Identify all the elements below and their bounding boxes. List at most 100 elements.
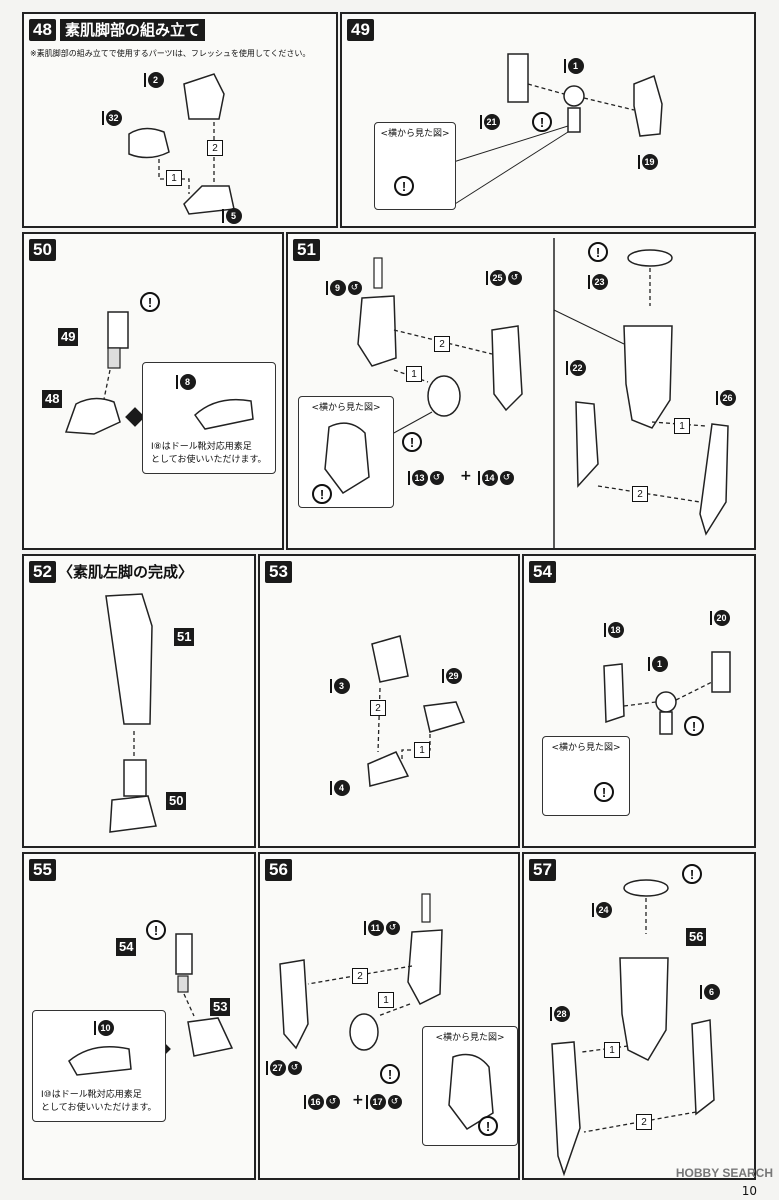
side-view-inset: <横から見た図> (374, 122, 456, 210)
assembly-diagram (603, 651, 731, 735)
assembly-diagram (367, 635, 466, 787)
step-number: 52 (29, 561, 56, 583)
cement-icon: ↺ (387, 1095, 402, 1109)
part-label-3: 3 (330, 678, 350, 694)
assembly-diagram (357, 238, 729, 548)
part-label-5: 5 (222, 208, 242, 224)
part-label-28: 28 (550, 1006, 570, 1022)
cement-icon: ↺ (507, 271, 522, 285)
side-view-illustration (324, 422, 370, 494)
cement-icon: ↺ (499, 471, 514, 485)
step-reference: 51 (174, 628, 195, 646)
part-illustration (194, 398, 254, 430)
step-title: 素肌脚部の組み立て (60, 19, 206, 41)
caution-icon: ! (312, 484, 332, 504)
order-marker: 2 (636, 1114, 652, 1130)
assembly-diagram (551, 879, 715, 1177)
info-box: I⑧はドール靴対応用素足 としてお使いいただけます。 (142, 362, 276, 474)
part-label-17: 17↺ (366, 1094, 402, 1110)
side-view-label: <横から見た図> (311, 403, 381, 413)
step-55-panel: 55 54 53 ! I⑩はドール靴対応用素足 としてお使いいただけます。 10 (22, 852, 256, 1180)
part-label-19: 19 (638, 154, 658, 170)
part-label-21: 21 (480, 114, 500, 130)
step-title: 〈素肌左脚の完成〉 (58, 563, 194, 581)
order-marker: 2 (352, 968, 368, 984)
plus-sign: + (352, 1092, 364, 1108)
step-49-panel: 49 <横から見た図> ! ! 1 21 19 (340, 12, 756, 228)
caution-icon: ! (682, 864, 702, 884)
step-note: ※素肌脚部の組み立てで使用するパーツIは、フレッシュを使用してください。 (30, 49, 311, 58)
caution-icon: ! (684, 716, 704, 736)
cement-icon: ↺ (347, 281, 362, 295)
assembly-diagram (279, 893, 443, 1051)
part-label-1: 1 (648, 656, 668, 672)
step-number: 54 (529, 561, 556, 583)
assembly-diagram (64, 311, 129, 435)
step-reference: 49 (58, 328, 79, 346)
assembly-diagram (175, 933, 234, 1057)
side-view-illustration (448, 1053, 494, 1130)
step-51-panel: 51 <横から見た図> ! ! ! 9↺ 25↺ 13↺ + 14↺ 23 22… (286, 232, 756, 550)
caution-icon: ! (588, 242, 608, 262)
part-label-16: 16↺ (304, 1094, 340, 1110)
step-52-panel: 52 〈素肌左脚の完成〉 51 50 (22, 554, 256, 848)
step-reference: 54 (116, 938, 137, 956)
caution-icon: ! (402, 432, 422, 452)
cement-icon: ↺ (325, 1095, 340, 1109)
step-57-panel: 57 56 ! 24 28 6 1 2 (522, 852, 756, 1180)
plus-sign: + (460, 468, 472, 484)
step-number: 56 (265, 859, 292, 881)
caution-icon: ! (594, 782, 614, 802)
caution-icon: ! (146, 920, 166, 940)
part-label-10: 10 (94, 1020, 114, 1036)
order-marker: 1 (674, 418, 690, 434)
page-number: 10 (741, 1184, 757, 1198)
step-reference: 50 (166, 792, 187, 810)
part-label-4: 4 (330, 780, 350, 796)
part-label-23: 23 (588, 274, 608, 290)
assembly-diagram (105, 593, 157, 833)
part-label-20: 20 (710, 610, 730, 626)
assembly-diagram (128, 73, 235, 215)
part-label-18: 18 (604, 622, 624, 638)
caution-icon: ! (380, 1064, 400, 1084)
side-view-label: <横から見た図> (551, 743, 621, 753)
step-reference: 56 (686, 928, 707, 946)
caution-icon: ! (478, 1116, 498, 1136)
step-number: 50 (29, 239, 56, 261)
part-label-24: 24 (592, 902, 612, 918)
assembly-diagram (446, 53, 663, 210)
side-view-inset: <横から見た図> (422, 1026, 518, 1146)
cement-icon: ↺ (287, 1061, 302, 1075)
part-label-26: 26 (716, 390, 736, 406)
part-label-14: 14↺ (478, 470, 514, 486)
step-number: 48 (29, 19, 56, 41)
order-marker: 2 (434, 336, 450, 352)
step-50-panel: 50 49 48 ! I⑧はドール靴対応用素足 としてお使いいただけます。 8 (22, 232, 284, 550)
part-label-25: 25↺ (486, 270, 522, 286)
order-marker: 1 (166, 170, 182, 186)
step-reference: 48 (42, 390, 63, 408)
side-view-inset: <横から見た図> (542, 736, 630, 816)
watermark: HOBBY SEARCH (675, 1166, 773, 1180)
part-label-29: 29 (442, 668, 462, 684)
order-marker: 1 (406, 366, 422, 382)
part-label-13: 13↺ (408, 470, 444, 486)
step-56-panel: 56 <横から見た図> ! ! 11↺ 27↺ 16↺ + 17↺ 2 1 (258, 852, 520, 1180)
step-54-panel: 54 <横から見た図> ! ! 18 1 20 (522, 554, 756, 848)
order-marker: 1 (378, 992, 394, 1008)
order-marker: 2 (632, 486, 648, 502)
caution-icon: ! (394, 176, 414, 196)
step-number: 51 (293, 239, 320, 261)
order-marker: 1 (604, 1042, 620, 1058)
side-view-label: <横から見た図> (435, 1033, 505, 1043)
order-marker: 1 (414, 742, 430, 758)
info-text: I⑧はドール靴対応用素足 としてお使いいただけます。 (151, 442, 267, 465)
order-marker: 2 (370, 700, 386, 716)
part-label-2: 2 (144, 72, 164, 88)
step-number: 57 (529, 859, 556, 881)
part-label-6: 6 (700, 984, 720, 1000)
cement-icon: ↺ (429, 471, 444, 485)
step-48-panel: 48 素肌脚部の組み立て ※素肌脚部の組み立てで使用するパーツIは、フレッシュを… (22, 12, 338, 228)
